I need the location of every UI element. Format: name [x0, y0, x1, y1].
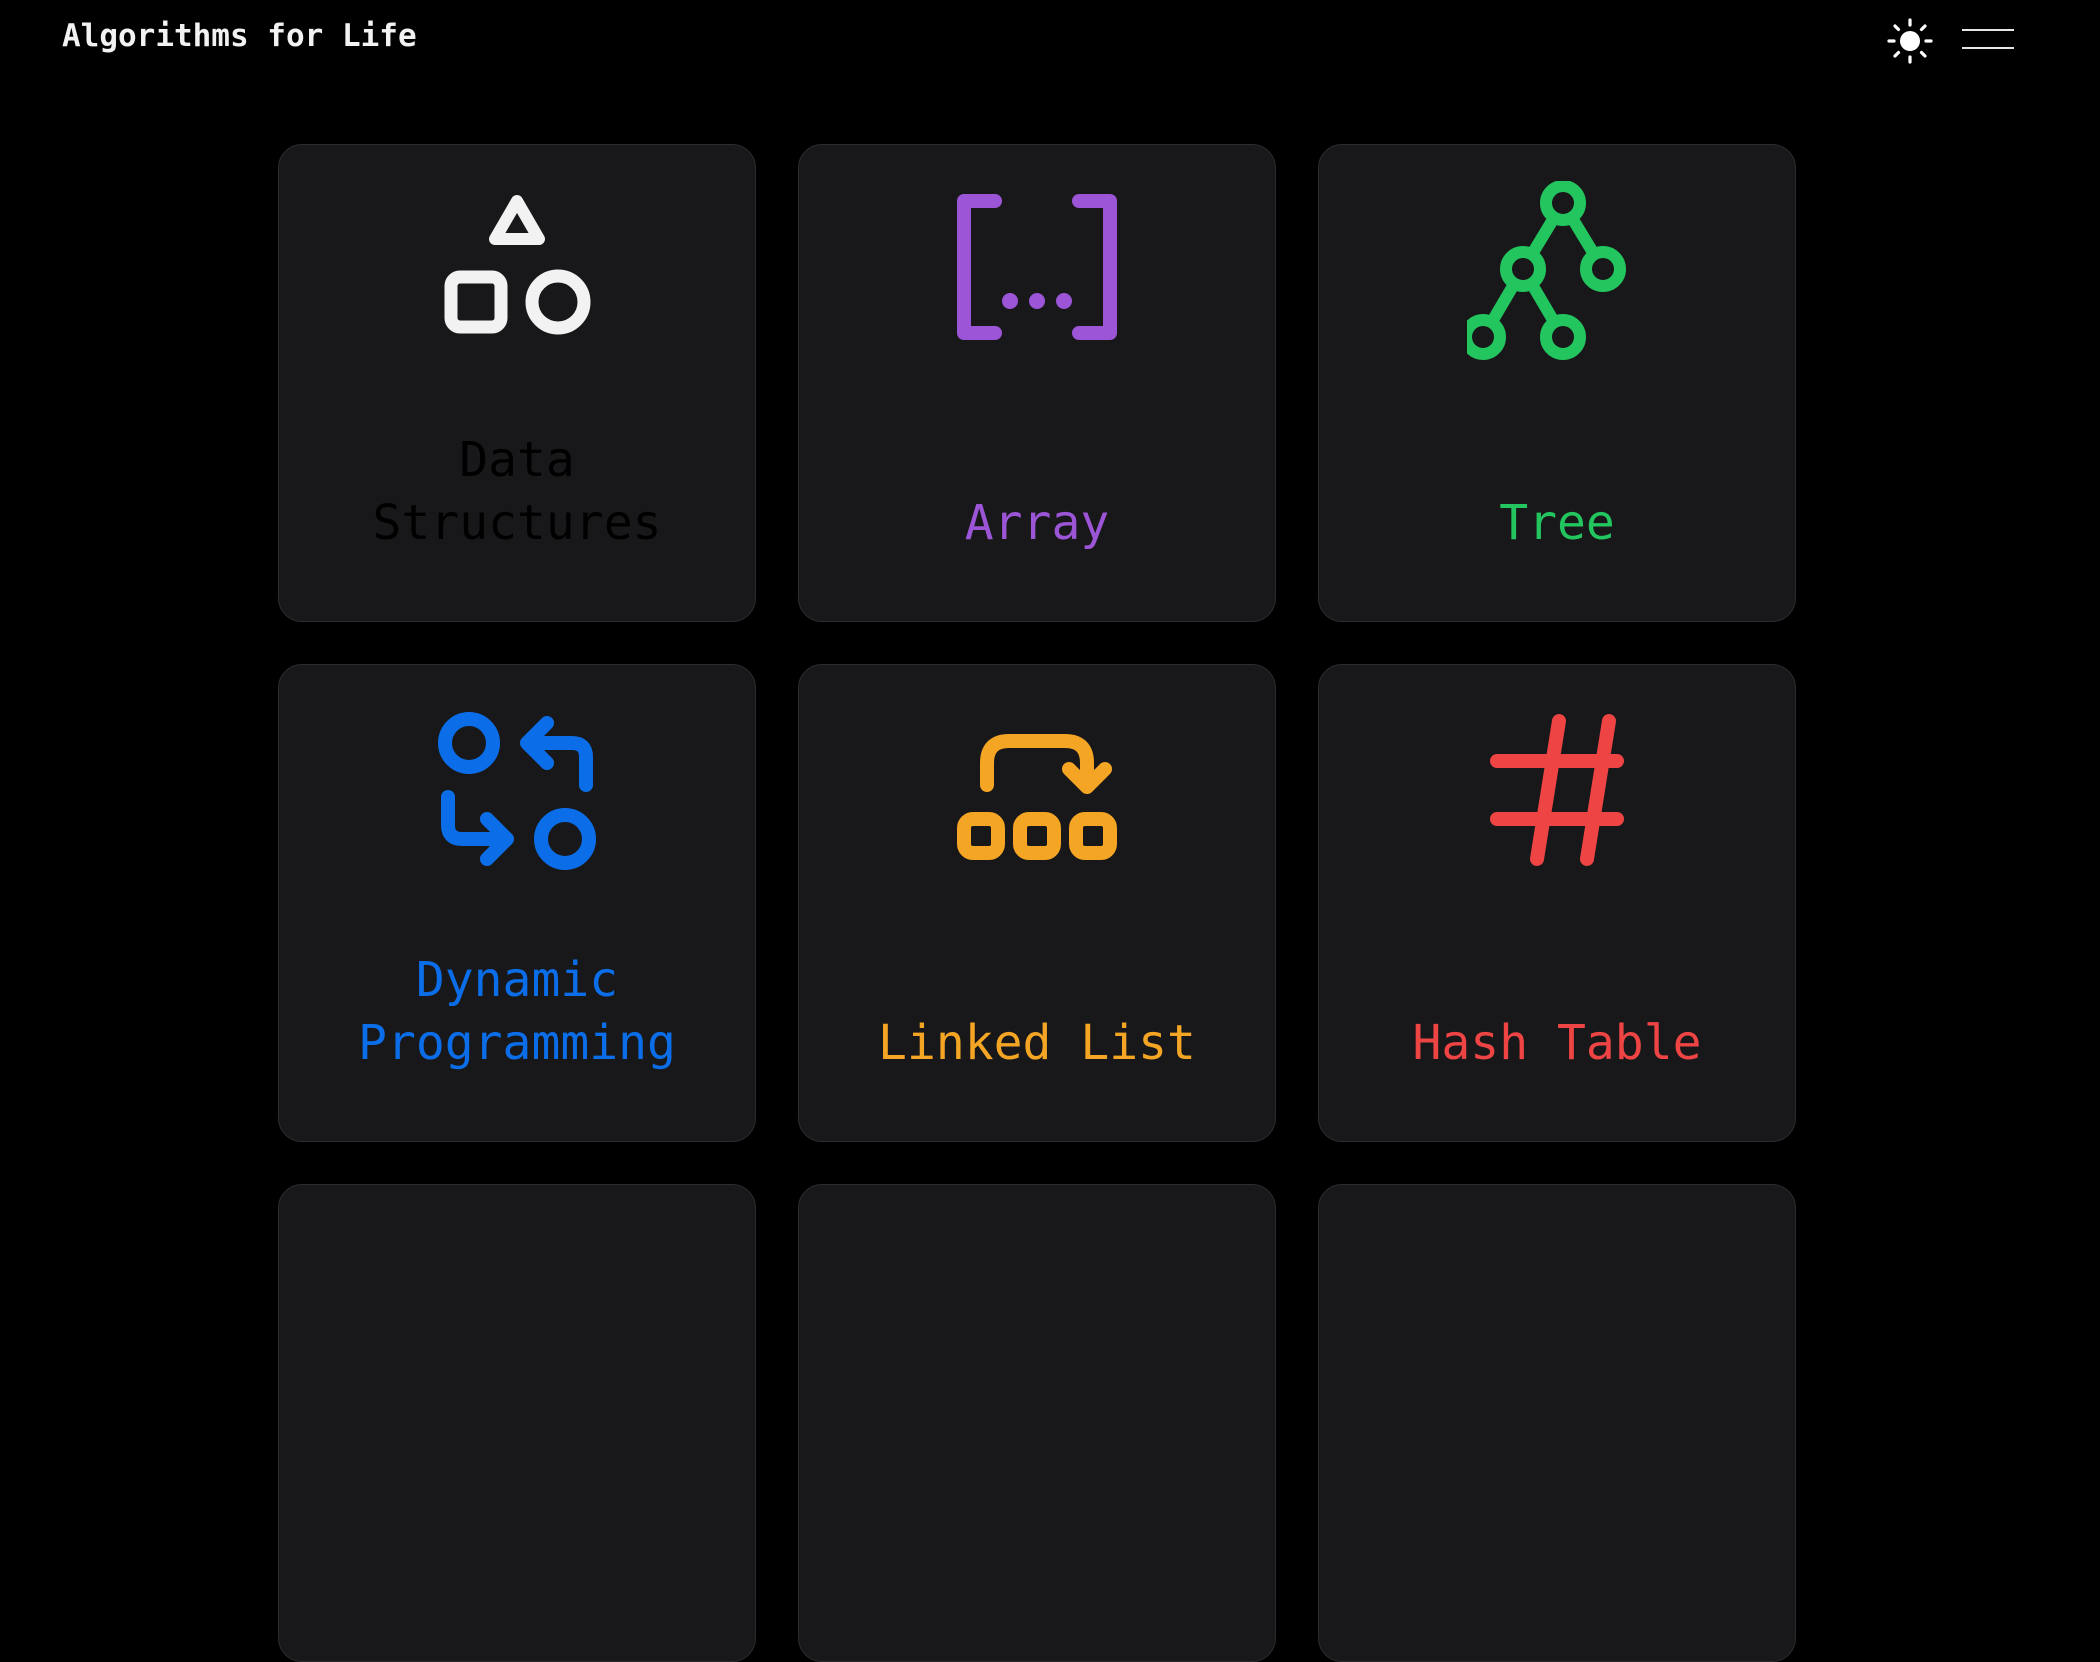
card-linked-list[interactable]: Linked List: [798, 664, 1276, 1142]
hash-icon: [1467, 701, 1647, 881]
card-partial[interactable]: [1318, 1184, 1796, 1662]
card-label: Hash Table: [1412, 1015, 1702, 1071]
menu-line: [1962, 29, 2014, 31]
site-header: Algorithms for Life: [0, 0, 2100, 80]
cycle-arrows-icon: [427, 701, 607, 881]
card-label: Tree: [1499, 495, 1615, 551]
menu-line: [1962, 47, 2014, 49]
topic-grid: Data Structures Array: [278, 144, 1798, 1662]
card-label: Linked List: [878, 1015, 1196, 1071]
linked-nodes-icon: [947, 701, 1127, 881]
card-array[interactable]: Array: [798, 144, 1276, 622]
card-partial[interactable]: [278, 1184, 756, 1662]
card-hash-table[interactable]: Hash Table: [1318, 664, 1796, 1142]
card-partial[interactable]: [798, 1184, 1276, 1662]
card-tree[interactable]: Tree: [1318, 144, 1796, 622]
card-label: Dynamic Programming: [358, 952, 676, 1071]
menu-button[interactable]: [1962, 24, 2014, 54]
sun-icon: [1887, 18, 1933, 64]
card-dynamic-programming[interactable]: Dynamic Programming: [278, 664, 756, 1142]
card-label: Data Structures: [372, 432, 662, 551]
site-title[interactable]: Algorithms for Life: [62, 18, 417, 54]
shapes-icon: [427, 181, 607, 361]
card-data-structures[interactable]: Data Structures: [278, 144, 756, 622]
tree-nodes-icon: [1467, 181, 1647, 361]
brackets-ellipsis-icon: [947, 181, 1127, 361]
card-label: Array: [964, 495, 1110, 551]
theme-toggle-button[interactable]: [1884, 15, 1936, 67]
